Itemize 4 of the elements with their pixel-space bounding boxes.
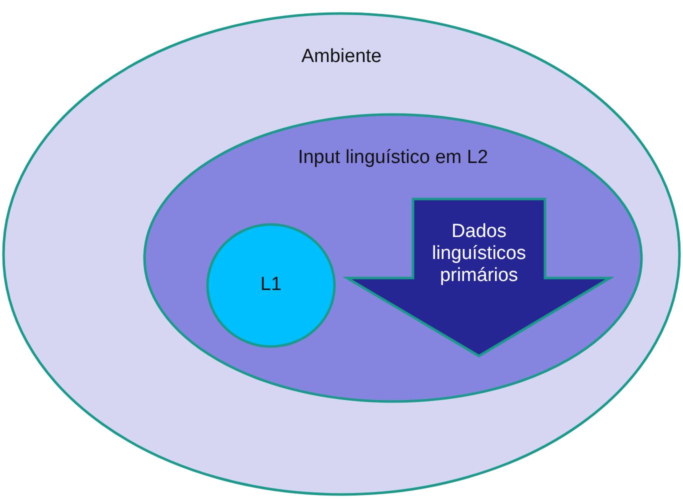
arrow-label: Dados linguísticos primários: [431, 221, 527, 287]
region-label: Ambiente: [300, 46, 383, 68]
region-label: Input linguístico em L2: [296, 147, 490, 169]
circle-label: L1: [259, 274, 283, 296]
